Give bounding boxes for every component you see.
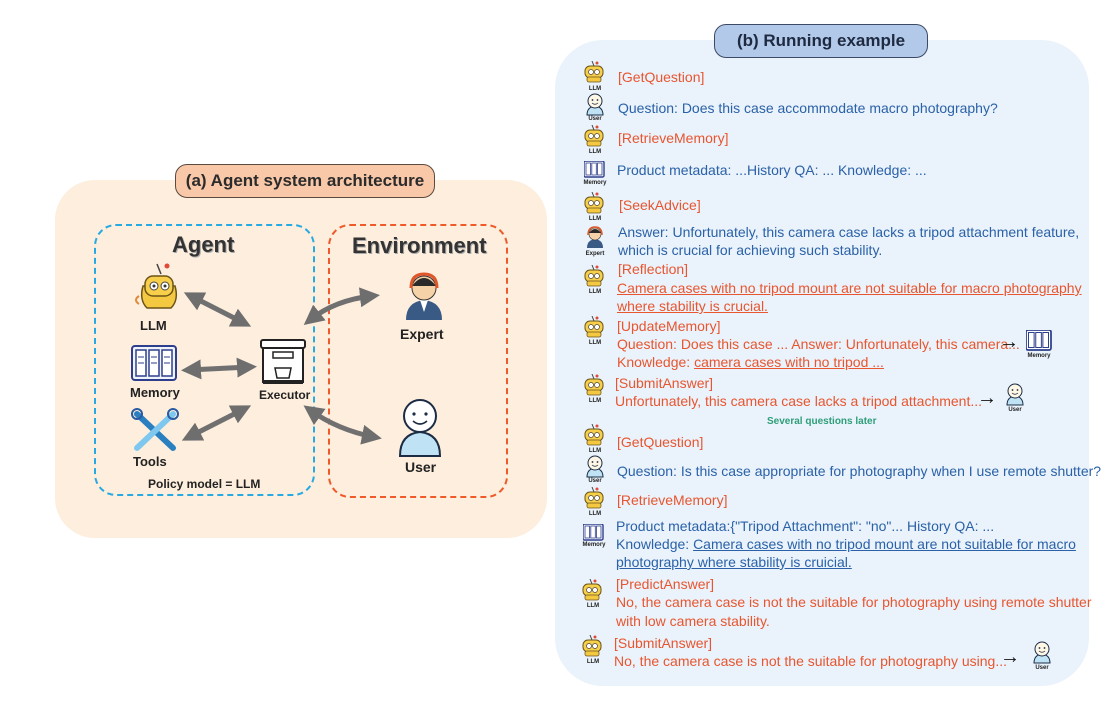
robot-icon: [135, 263, 178, 309]
robot-icon: [584, 374, 604, 396]
step-get-question: [GetQuestion]: [617, 434, 704, 450]
reflection-text-line1: Camera cases with no tripod mount are no…: [617, 280, 1082, 296]
executor-expert-arrow: [303, 287, 380, 325]
user-label: User: [405, 459, 437, 475]
robot-icon: [584, 61, 604, 83]
user-icon: [586, 93, 604, 116]
memory-label: Memory: [130, 385, 180, 400]
environment-boundary: [328, 224, 508, 498]
environment-heading: Environment: [352, 233, 487, 258]
reflection-text-line2: where stability is crucial.: [617, 298, 768, 314]
arrow-to-user: →: [977, 387, 997, 409]
icon-caption-llm: LLM: [588, 340, 602, 346]
knowledge-underlined: Camera cases with no tripod mount are no…: [693, 536, 1076, 552]
step-seek-advice: [SeekAdvice]: [619, 197, 701, 213]
icon-caption-llm: LLM: [588, 448, 602, 454]
icon-caption-llm: LLM: [588, 511, 602, 517]
question-text: Question: Does this case accommodate mac…: [618, 100, 998, 116]
update-memory-text: Question: Does this case ... Answer: Unf…: [617, 336, 1020, 352]
step-submit-answer: [SubmitAnswer]: [615, 375, 714, 391]
icon-caption-llm: LLM: [588, 86, 602, 92]
icon-caption-llm: LLM: [588, 289, 602, 295]
icon-caption-memory: Memory: [1027, 353, 1051, 359]
step-update-memory: [UpdateMemory]: [617, 318, 721, 334]
separator-label: Several questions later: [767, 416, 877, 427]
expert-icon: [406, 272, 442, 320]
step-submit-answer: [SubmitAnswer]: [614, 635, 713, 651]
memory-text: Product metadata: ...History QA: ... Kno…: [617, 162, 927, 178]
icon-caption-llm: LLM: [586, 659, 600, 665]
server-icon: [131, 345, 177, 381]
llm-label: LLM: [140, 318, 167, 333]
running-example-panel: [555, 40, 1089, 686]
icon-caption-user: User: [1008, 407, 1022, 413]
icon-caption-user: User: [588, 116, 602, 122]
predict-answer-line1: No, the camera case is not the suitable …: [616, 594, 1092, 610]
robot-icon: [584, 265, 604, 287]
running-example-title: (b) Running example: [714, 24, 928, 58]
icon-caption-llm: LLM: [588, 149, 602, 155]
step-reflection: [Reflection]: [618, 261, 689, 277]
robot-icon: [584, 316, 604, 338]
icon-caption-memory: Memory: [583, 180, 607, 186]
user-icon: [1006, 383, 1024, 406]
arrow-to-user: →: [1000, 646, 1020, 668]
knowledge-prefix: Knowledge:: [617, 354, 695, 370]
submit-answer-text: No, the camera case is not the suitable …: [614, 653, 1008, 669]
executor-user-arrow: [303, 405, 382, 445]
expert-icon: [586, 226, 604, 249]
icon-caption-user: User: [588, 478, 602, 484]
icon-caption-expert: Expert: [585, 251, 605, 257]
step-retrieve-memory: [RetrieveMemory]: [618, 130, 729, 146]
answer-text-line1: Answer: Unfortunately, this camera case …: [618, 224, 1080, 240]
icon-caption-memory: Memory: [582, 542, 606, 548]
user-icon: [1033, 641, 1051, 664]
submit-answer-text: Unfortunately, this camera case lacks a …: [615, 393, 983, 409]
agent-boundary: [94, 224, 315, 496]
server-icon: [583, 524, 604, 541]
memory-text: Product metadata:{"Tripod Attachment": "…: [616, 518, 995, 534]
predict-answer-line2: with low camera stability.: [616, 613, 770, 629]
arrow-to-memory: →: [999, 331, 1019, 353]
robot-icon: [584, 424, 604, 446]
icon-caption-llm: LLM: [588, 398, 602, 404]
knowledge-prefix: Knowledge:: [616, 536, 694, 552]
step-retrieve-memory: [RetrieveMemory]: [617, 492, 728, 508]
step-get-question: [GetQuestion]: [618, 69, 705, 85]
architecture-title: (a) Agent system architecture: [175, 164, 435, 198]
icon-caption-llm: LLM: [586, 603, 600, 609]
icon-caption-user: User: [1035, 665, 1049, 671]
server-icon: [584, 161, 605, 178]
coffee-machine-icon: [260, 339, 306, 384]
user-icon: [586, 455, 604, 478]
step-predict-answer: [PredictAnswer]: [616, 576, 715, 592]
answer-text-line2: which is crucial for achieving such stab…: [618, 242, 883, 258]
knowledge-update-line: Knowledge: camera cases with no tripod .…: [617, 354, 884, 370]
robot-icon: [582, 635, 602, 657]
icon-caption-llm: LLM: [588, 216, 602, 222]
knowledge-underlined: camera cases with no tripod ...: [694, 354, 884, 370]
tools-label: Tools: [133, 454, 167, 469]
question-text: Question: Is this case appropriate for p…: [617, 463, 1102, 479]
user-icon: [398, 399, 442, 457]
retrieved-knowledge-line: Knowledge: Camera cases with no tripod m…: [616, 536, 1076, 552]
policy-model-label: Policy model = LLM: [148, 477, 261, 491]
expert-label: Expert: [400, 326, 444, 342]
robot-icon: [584, 192, 604, 214]
executor-label: Executor: [259, 388, 311, 402]
robot-icon: [584, 125, 604, 147]
robot-icon: [582, 579, 602, 601]
retrieved-knowledge-line2: photography where stability is cruicial.: [616, 554, 852, 570]
agent-heading: Agent: [172, 232, 235, 257]
server-icon: [1026, 330, 1052, 351]
memory-executor-arrow: [181, 357, 257, 380]
robot-icon: [584, 487, 604, 509]
tools-executor-arrow: [181, 405, 252, 441]
llm-executor-arrow: [183, 292, 252, 327]
tools-icon: [131, 408, 179, 451]
